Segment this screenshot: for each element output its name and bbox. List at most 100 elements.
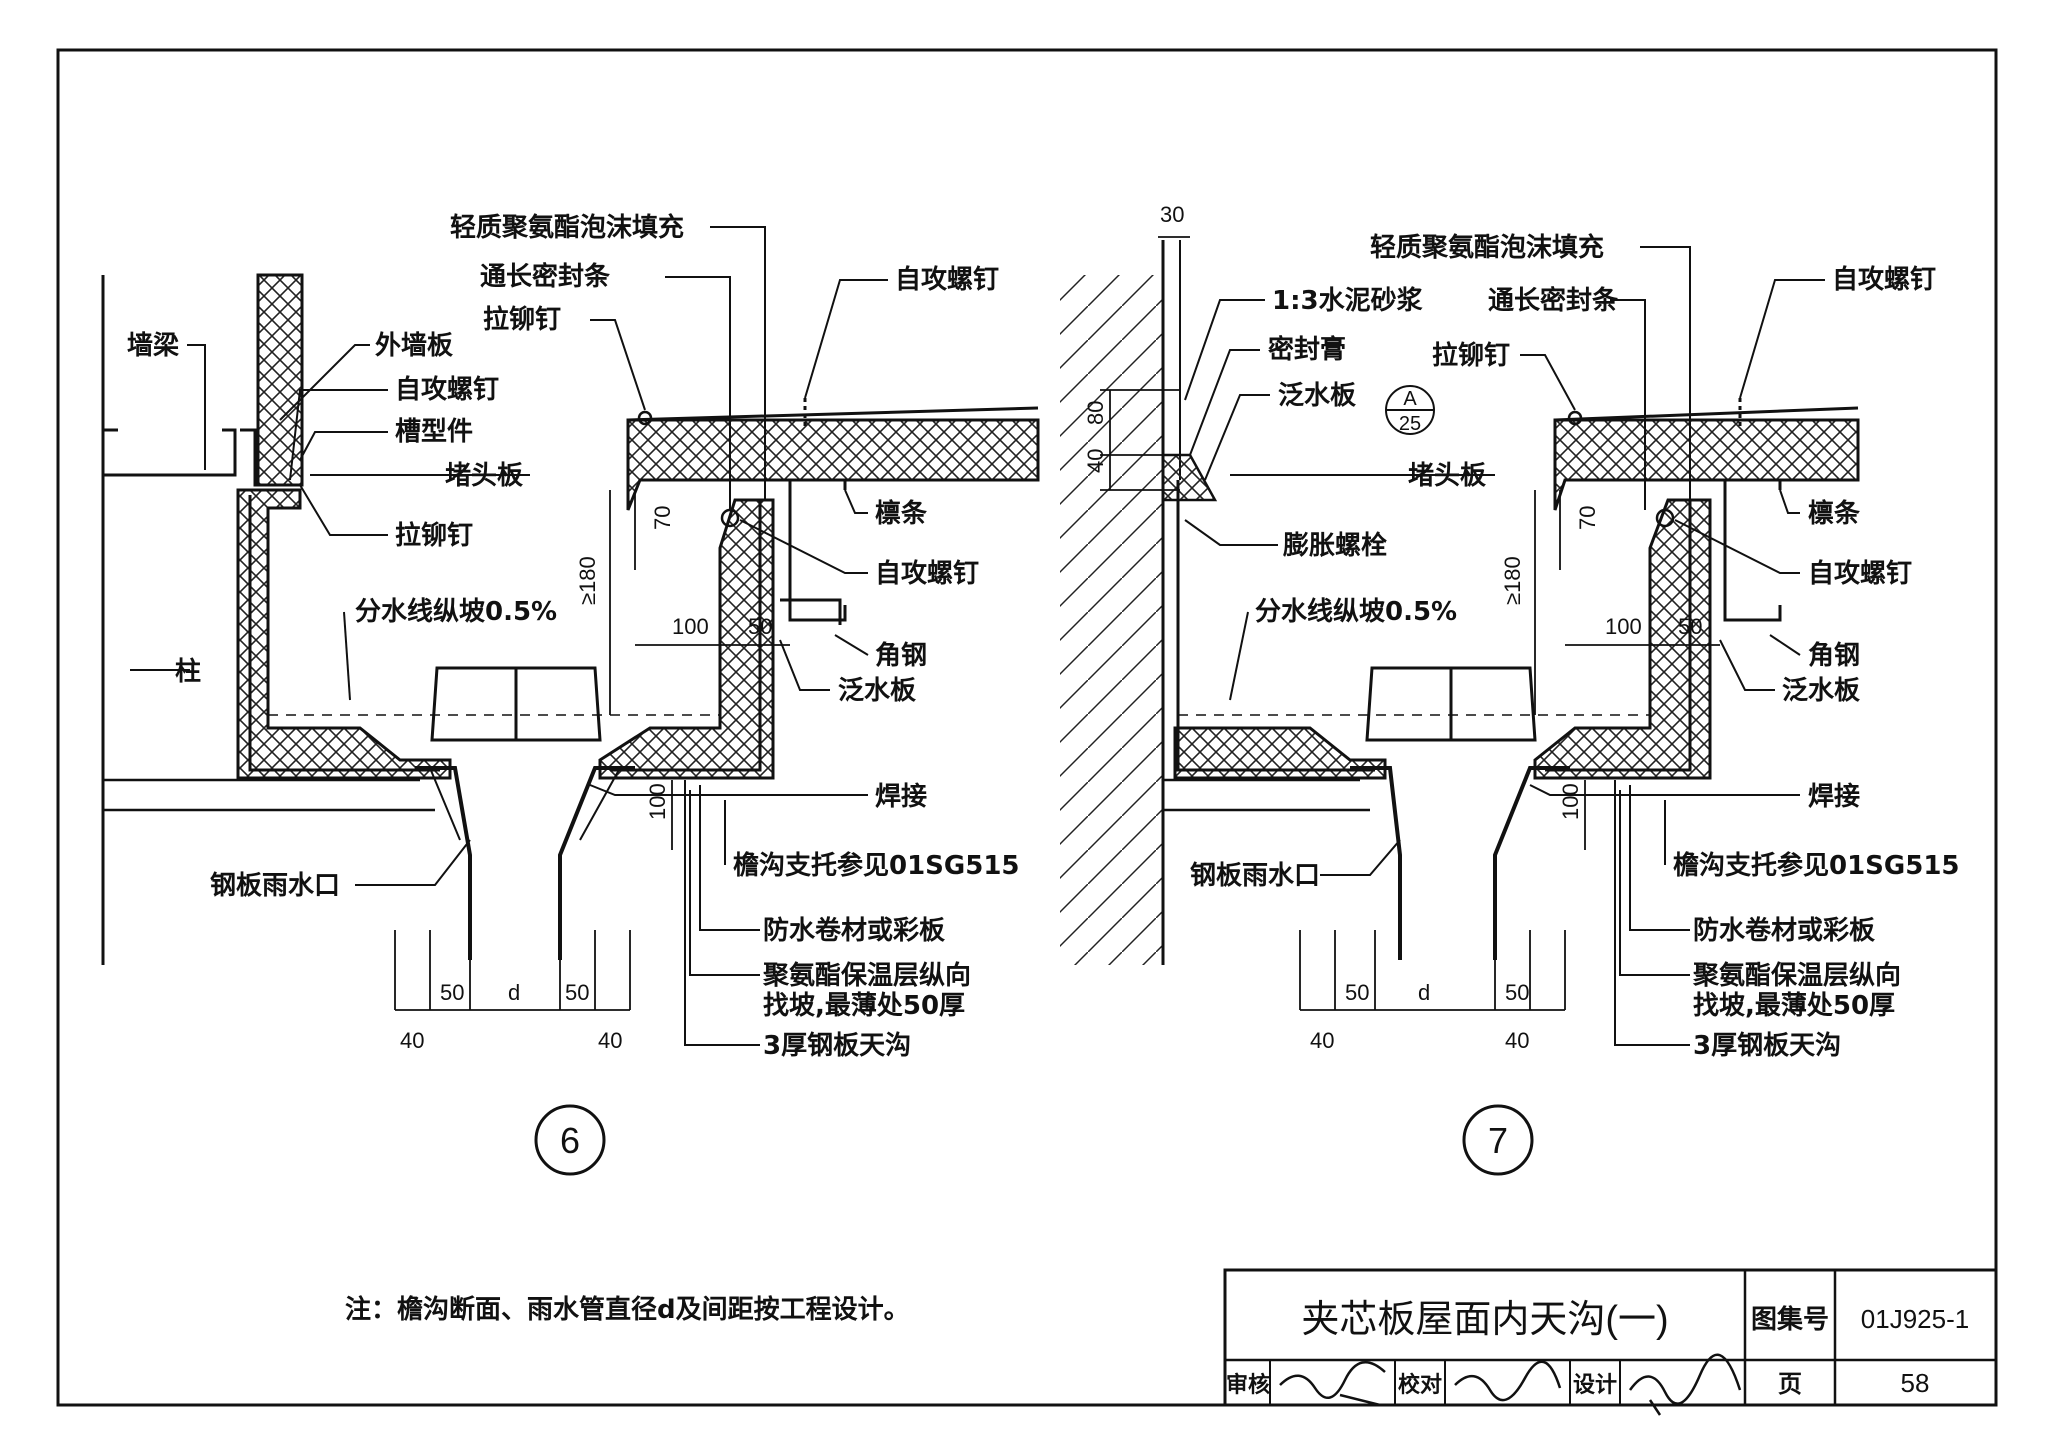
label-outlet-7: 钢板雨水口 (1190, 861, 1320, 891)
label-rivet-top-7: 拉铆钉 (1432, 340, 1510, 371)
dim-b40r-7: 40 (1505, 1028, 1529, 1053)
label-end-plate-7: 堵头板 (1408, 461, 1486, 491)
ref-page: 25 (1399, 413, 1421, 435)
label-seal-strip-7: 通长密封条 (1488, 285, 1619, 316)
label-support-7: 檐沟支托参见01SG515 (1673, 850, 1960, 881)
dim-bd: d (508, 980, 520, 1005)
label-wall-beam: 墙梁 (127, 331, 179, 361)
label-seal-strip: 通长密封条 (480, 261, 611, 292)
dim-100: 100 (672, 614, 709, 639)
dim-70: 70 (650, 506, 675, 530)
label-mortar: 1:3水泥砂浆 (1272, 285, 1424, 316)
dim-70-7: 70 (1575, 506, 1600, 530)
dims-7 (1100, 236, 1720, 1011)
dim-50-7: 50 (1678, 614, 1702, 639)
channel-member (240, 428, 302, 487)
dim-30: 30 (1160, 202, 1184, 227)
label-rivet-wall: 拉铆钉 (395, 520, 473, 551)
note-text: 注：檐沟断面、雨水管直径d及间距按工程设计。 (345, 1294, 910, 1325)
label-slope: 分水线纵坡0.5% (355, 597, 557, 627)
dim-b40l: 40 (400, 1028, 424, 1053)
drawing-title: 夹芯板屋面内天沟(一) (1301, 1299, 1668, 1341)
label-membrane-7: 防水卷材或彩板 (1693, 916, 1875, 946)
label-sealant: 密封膏 (1268, 334, 1346, 365)
label-angle-steel: 角钢 (875, 640, 927, 671)
page-number: 58 (1901, 1368, 1930, 1398)
label-rivet-top: 拉铆钉 (483, 304, 561, 335)
rivet-roof (637, 410, 653, 426)
dim-100v-7: 100 (1558, 783, 1583, 820)
dim-b50l: 50 (440, 980, 464, 1005)
purlin (788, 478, 847, 622)
dim-40: 40 (1083, 449, 1108, 473)
title-block: 夹芯板屋面内天沟(一) 图集号 01J925-1 审核 校对 设计 页 58 (1223, 1268, 1998, 1416)
sealant (1161, 453, 1218, 502)
label-wall-panel: 外墙板 (375, 331, 453, 361)
concrete-wall (1060, 275, 1163, 965)
label-weld: 焊接 (875, 782, 927, 812)
drawing-frame (56, 48, 1998, 1407)
gutter-insulation-7 (1173, 726, 1387, 780)
label-purlin: 檩条 (875, 498, 928, 529)
roof-panel (626, 418, 1040, 511)
label-membrane: 防水卷材或彩板 (763, 916, 945, 946)
atlas-number: 01J925-1 (1861, 1304, 1969, 1334)
purlin-7 (1723, 478, 1782, 622)
roof-panel-top (627, 406, 1039, 422)
label-foam-fill-7: 轻质聚氨酯泡沫填充 (1370, 232, 1604, 263)
label-purlin-7: 檩条 (1808, 498, 1861, 529)
leaders-6 (130, 226, 888, 1046)
label-support: 檐沟支托参见01SG515 (733, 850, 1020, 881)
gutter-insulation (236, 488, 452, 780)
dim-b50r: 50 (565, 980, 589, 1005)
detail-6-circle (534, 1104, 606, 1176)
dim-100-7: 100 (1605, 614, 1642, 639)
label-screw-right: 自攻螺钉 (875, 558, 979, 589)
check-label: 校对 (1398, 1372, 1442, 1398)
label-screw-top-7: 自攻螺钉 (1832, 264, 1936, 295)
outlet-funnel-inner (429, 767, 621, 841)
signature-design (1628, 1353, 1742, 1416)
label-screw-top: 自攻螺钉 (895, 264, 999, 295)
dim-180: ≥180 (575, 556, 600, 605)
outlet-funnel (415, 766, 635, 960)
steel-gutter (248, 495, 762, 772)
dim-b40l-7: 40 (1310, 1028, 1334, 1053)
label-insulation-2-7: 找坡,最薄处50厚 (1693, 991, 1895, 1021)
dim-bd-7: d (1418, 980, 1430, 1005)
dim-80: 80 (1083, 401, 1108, 425)
dim-100v: 100 (645, 783, 670, 820)
label-insulation-2: 找坡,最薄处50厚 (763, 991, 965, 1021)
dim-b40r: 40 (598, 1028, 622, 1053)
signature-check (1454, 1360, 1562, 1402)
angle-steel (780, 598, 842, 625)
leaders-7 (1184, 246, 1825, 1046)
page-label: 页 (1778, 1370, 1802, 1398)
label-angle-steel-7: 角钢 (1808, 640, 1860, 671)
atlas-label: 图集号 (1751, 1304, 1829, 1335)
signature-review (1279, 1361, 1386, 1407)
detail-7: 30 80 40 70 ≥180 100 50 100 50 d 50 40 4… (1060, 202, 1960, 1176)
label-anchor: 膨胀螺栓 (1283, 531, 1387, 561)
wall-panel (256, 273, 304, 487)
dim-50: 50 (748, 614, 772, 639)
screw-purlin-7 (1655, 508, 1675, 528)
outlet-strainer (430, 666, 602, 742)
ref-letter: A (1403, 388, 1417, 410)
detail-6: 70 ≥180 100 50 100 50 d 50 40 40 轻质聚氨酯泡沫… (101, 212, 1040, 1176)
label-screw-wall: 自攻螺钉 (395, 374, 499, 405)
label-foam-fill: 轻质聚氨酯泡沫填充 (450, 212, 684, 243)
outlet-strainer-7 (1365, 666, 1537, 742)
label-flashing: 泛水板 (838, 676, 916, 706)
label-flashing-7: 泛水板 (1782, 676, 1860, 706)
rivet-roof-7 (1567, 410, 1583, 426)
label-outlet: 钢板雨水口 (210, 871, 340, 901)
dim-b50l-7: 50 (1345, 980, 1369, 1005)
label-flashing-top: 泛水板 (1278, 381, 1356, 411)
dim-180-7: ≥180 (1500, 556, 1525, 605)
label-gutter-7: 3厚钢板天沟 (1693, 1031, 1841, 1061)
wall-beam (101, 428, 237, 477)
detail-7-circle (1462, 1104, 1534, 1176)
label-weld-7: 焊接 (1808, 782, 1860, 812)
